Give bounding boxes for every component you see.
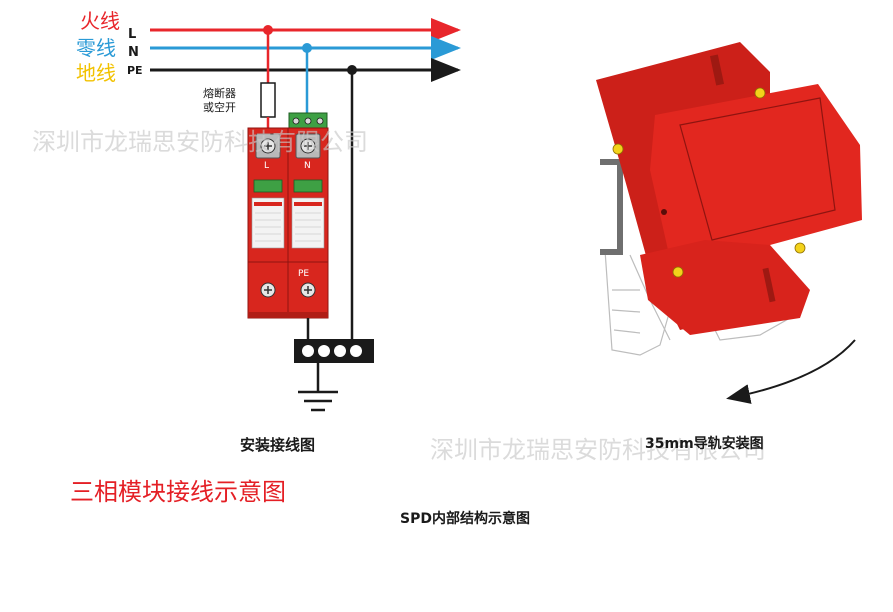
rivet-bottom	[672, 266, 684, 278]
pe-terminal-label: PE	[298, 269, 309, 279]
fuse-symbol	[260, 82, 276, 118]
watermark-right: 深圳市龙瑞思安防科技有限公司	[430, 436, 766, 464]
status-window-n	[293, 179, 323, 193]
spd-module: L N PE	[247, 127, 329, 319]
pole-n-label: N	[304, 161, 311, 171]
pole-l-label: L	[264, 161, 269, 171]
caption-rail-mount: 35mm导轨安装图	[645, 435, 764, 452]
remote-signal-connector	[288, 112, 328, 130]
ground-symbol	[298, 363, 338, 412]
rivet-left	[612, 143, 624, 155]
din-rail-profile	[600, 159, 623, 255]
rating-plate-l	[251, 197, 285, 249]
rivet-right	[794, 242, 806, 254]
caption-install-wiring: 安装接线图	[240, 436, 315, 454]
neutral-label-cn: 零线	[76, 36, 116, 60]
fuse-label-line2: 或空开	[203, 100, 236, 114]
live-label-code: L	[128, 27, 136, 42]
rotation-arrow	[726, 339, 856, 404]
legend: 火线 L 零线 N 地线 PE	[76, 9, 143, 85]
earth-terminal-bar	[294, 339, 374, 363]
earth-label-code: PE	[127, 64, 143, 77]
watermark-left: 深圳市龙瑞思安防科技有限公司	[32, 128, 368, 156]
neutral-label-code: N	[128, 45, 139, 60]
spd-lower-body	[640, 240, 810, 335]
spd-front-body	[650, 84, 862, 265]
earth-label-cn: 地线	[76, 61, 116, 85]
rivet-top	[754, 87, 766, 99]
fuse-label-line1: 熔断器	[203, 86, 236, 100]
din-rail-illustration	[596, 42, 862, 356]
caption-three-phase: 三相模块接线示意图	[70, 478, 286, 506]
status-window-l	[253, 179, 283, 193]
caption-internal-structure: SPD内部结构示意图	[400, 510, 530, 527]
live-label-cn: 火线	[80, 9, 120, 33]
rating-plate-n	[291, 197, 325, 249]
